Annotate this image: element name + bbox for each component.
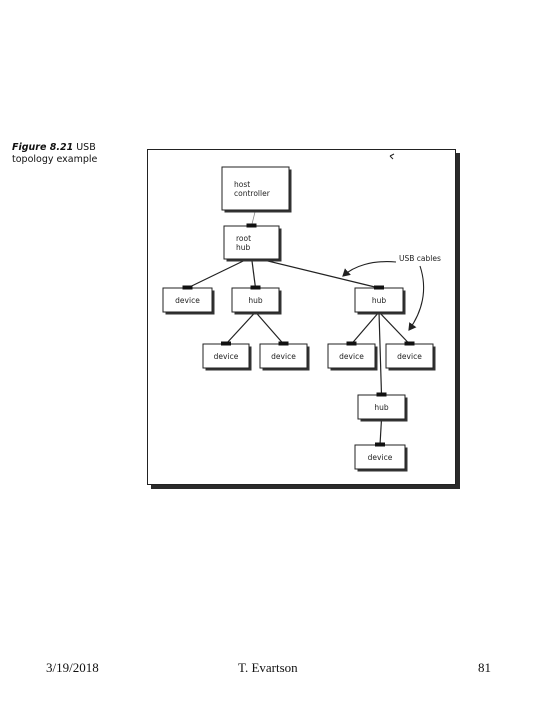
port-connector [375,442,385,447]
edge-hub2-dev5 [378,311,410,345]
edge-hub1-dev3 [255,311,284,345]
node-label: device [339,352,364,361]
port-connector [250,285,261,290]
node-label: device [397,352,422,361]
port-connector [246,223,257,228]
edge-hub2-hub3 [378,311,383,396]
usb-cables-label: USB cables [399,254,441,263]
cable-arrow-1 [342,261,397,277]
port-connector [278,341,289,346]
node-box [221,166,290,211]
figure-title-part1: USB [76,142,96,153]
node-label: device [271,352,296,361]
node-box [162,287,213,313]
node-box [231,287,280,313]
node-label: host [234,180,250,189]
footer-author: T. Evartson [238,660,298,675]
figure-title-part2: topology example [12,154,98,165]
node-label: device [175,296,200,305]
node-dev6: device [354,442,408,472]
node-dev2: device [202,341,252,371]
node-box [223,225,280,260]
node-label: hub [372,296,387,305]
port-connector [346,341,357,346]
footer-page-number: 81 [478,660,491,675]
node-label: controller [234,189,271,198]
node-label: device [368,453,393,462]
node-label: hub [236,243,251,252]
edge-roothub-dev1 [187,256,252,289]
cable-arrow-2 [408,265,425,331]
figure-frame [147,149,456,485]
edge-roothub-hub1 [250,256,257,289]
node-box [357,394,406,420]
node-dev3: device [259,341,310,371]
footer-date: 3/19/2018 [46,660,99,675]
edges-layer [187,209,410,446]
node-label: hub [248,296,263,305]
node-box [354,287,404,313]
port-connector [376,392,387,397]
figure-label: Figure 8.21 [12,142,74,153]
node-label: device [214,352,239,361]
port-connector [404,341,415,346]
node-hub1: hub [231,285,282,315]
node-dev5: device [385,341,436,371]
edge-roothub-hub2 [251,256,380,289]
node-label: root [236,234,251,243]
edge-hub1-dev2 [225,311,256,345]
node-box [327,343,376,369]
annotation-layer: USB cables [342,153,441,331]
node-hub3: hub [357,392,408,422]
edge-host-roothub [251,209,256,227]
node-hub2: hub [354,285,406,315]
node-dev4: device [327,341,378,371]
node-box [354,444,406,470]
node-box [385,343,434,369]
edge-hub2-dev4 [351,311,380,345]
node-label: hub [374,403,389,412]
figure-caption: Figure 8.21 USB topology example [12,142,97,166]
port-connector [374,285,384,290]
node-dev1: device [162,285,215,315]
port-connector [182,285,193,290]
corner-mark [389,153,395,160]
edge-hub3-dev6 [379,418,383,446]
port-connector [221,341,231,346]
